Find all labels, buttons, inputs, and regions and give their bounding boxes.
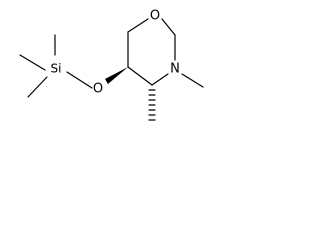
structure-diagram: O N Si O — [0, 0, 214, 131]
bond-c-methyl-c-silyl — [127, 66, 153, 86]
bond-ring-o-ch2-top — [127, 18, 149, 33]
bond-o-si — [66, 71, 93, 89]
ring-oxygen-label: O — [150, 9, 160, 24]
silicon-label: Si — [51, 62, 62, 76]
bond-si-methyl-left — [19, 54, 46, 71]
bond-n-c-methyl — [151, 73, 169, 86]
ring-nitrogen-label: N — [170, 62, 180, 77]
bond-ring-o-ch2-right — [161, 18, 176, 36]
bond-si-methyl-bottom — [27, 76, 48, 98]
bond-n-methyl — [181, 73, 204, 88]
silyl-oxygen-label: O — [93, 82, 103, 97]
molecule-svg: O N Si O — [19, 9, 204, 121]
bond-silyl-o-wedge — [105, 67, 128, 84]
